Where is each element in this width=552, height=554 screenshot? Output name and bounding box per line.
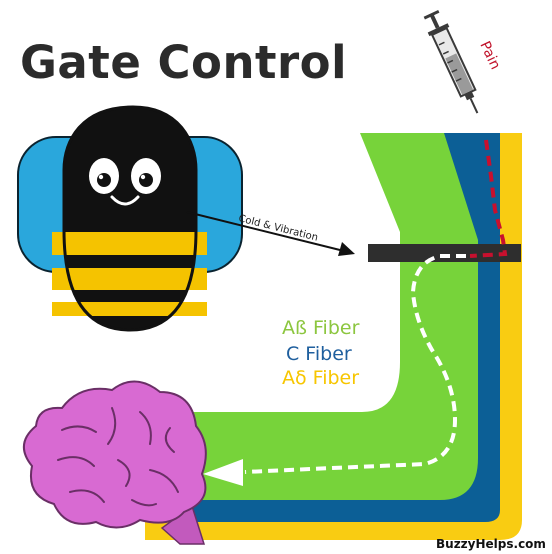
legend-ab-fiber: Aß Fiber [282,317,360,339]
gate-bar [368,244,521,262]
bee-icon [18,107,242,330]
legend-ad-fiber: Aδ Fiber [282,367,359,389]
legend-c-fiber: C Fiber [286,343,352,365]
brain-icon [24,381,206,544]
syringe-icon [421,9,487,118]
cold-vibration-arrowhead [338,242,355,256]
site-credit: BuzzyHelps.com [436,537,546,551]
pain-label: Pain [476,39,503,72]
page-title: Gate Control [20,36,347,89]
